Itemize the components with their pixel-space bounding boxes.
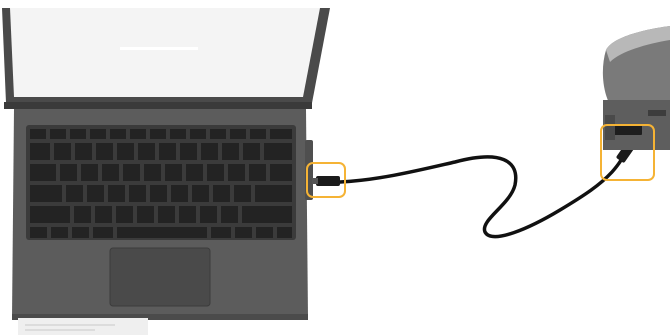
trackpad <box>110 248 210 306</box>
laptop-screen <box>10 8 320 97</box>
laptop-hinge <box>4 102 312 109</box>
usb-cable <box>312 143 634 237</box>
laptop <box>2 8 330 320</box>
paper-sheet <box>18 318 148 335</box>
cable-wire <box>340 150 626 237</box>
laptop-port-highlight <box>306 162 346 198</box>
screen-highlight-bar <box>120 47 198 50</box>
device-port-highlight <box>600 124 655 181</box>
